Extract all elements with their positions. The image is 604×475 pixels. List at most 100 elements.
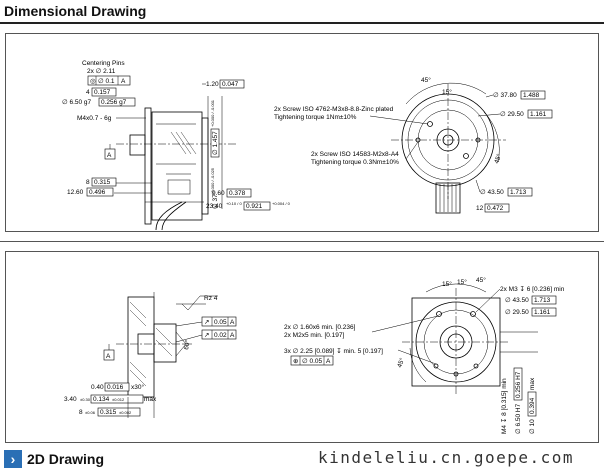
runout-1-value: 0.05 — [214, 319, 227, 326]
dim-8-bottom: 8 — [79, 409, 83, 416]
dim-6-50-h7: ∅ 6.50 H7 — [515, 403, 522, 434]
dim-12-60-inch: 0.496 — [89, 189, 106, 196]
dim-10: ∅ 10 — [529, 419, 536, 434]
thread-m3-spec: 2x M3 ↧ 6 [0.236] min — [500, 285, 565, 293]
header: Dimensional Drawing — [0, 0, 604, 24]
dim-0-40-angle: x30° — [131, 383, 144, 391]
dim-37-tol: +0.000 / -0.025 — [210, 167, 215, 195]
dim-4: 4 — [86, 89, 90, 96]
dim-0-256-g7: 0.256 g7 — [101, 99, 127, 106]
header-rule — [0, 22, 604, 24]
datum-a-label: A — [107, 152, 112, 159]
angle-15-right: 15° — [457, 278, 467, 286]
motor-side-view — [116, 107, 236, 231]
dim-1-457-tol: +0.000 / -0.001 — [210, 99, 215, 127]
dim-0-315: 0.315 — [100, 409, 117, 416]
dim-0-315-tol: ±0.002 — [119, 410, 132, 415]
screw-m3-line1: 2x Screw ISO 4762-M3x8-8.8-Zinc plated — [274, 106, 394, 113]
angle-60: 60° — [182, 339, 192, 350]
dim-23-40-tol: +0.10 / 0 — [226, 201, 242, 206]
pins-count-label: 2x ∅ 2.11 — [87, 68, 116, 75]
screw-m3-line2: Tightening torque 1Nm±10% — [274, 114, 357, 121]
dim-1-20-inch: 0.047 — [222, 81, 239, 88]
hole-spec-3: 3x ∅ 2.25 [0.089] ↧ min. 5 [0.197] — [284, 347, 383, 355]
dim-0-134-max: max — [144, 396, 157, 403]
dim-0-394-max: max — [529, 377, 536, 390]
dim-0-921-tol: +0.004 / 0 — [272, 201, 291, 206]
position-tolerance-frame — [290, 355, 334, 366]
thread-m4-label: M4x0.7 - 6g — [77, 115, 112, 122]
dim-12-60: 12.60 — [67, 189, 84, 196]
runout-1-symbol: ↗ — [204, 319, 209, 326]
centering-pins-label: Centering Pins — [82, 60, 125, 67]
flange-front-view — [402, 283, 510, 396]
pins-tolerance-frame — [87, 75, 131, 86]
dim-1-713-bottom: 1.713 — [534, 297, 551, 304]
dim-0-134: 0.134 — [93, 396, 110, 403]
dim-37-80: ∅ 37.80 — [493, 92, 517, 99]
angle-15-left: 15° — [442, 280, 452, 288]
screw-m2-line2: Tightening torque 0.3Nm±10% — [311, 159, 399, 166]
angle-45-upper: 45° — [476, 276, 486, 284]
runout-tolerance-frame-2 — [201, 329, 237, 340]
surface-roughness-rz: Rz 4 — [204, 295, 218, 302]
dim-0-016: 0.016 — [107, 384, 124, 391]
motor-drawing-top: Centering Pins 2x ∅ 2.11 ◎ ∅ 0.1 A 4 0.1… — [62, 60, 553, 231]
pins-tolerance-value: ∅ 0.1 — [98, 78, 115, 85]
screw-m2-line1: 2x Screw ISO 14583-M2x8-A4 — [311, 151, 399, 158]
page-title: Dimensional Drawing — [4, 3, 147, 19]
dim-1-20: 1.20 — [206, 81, 219, 88]
dim-29-50-bottom: ∅ 29.50 — [505, 309, 529, 316]
dim-9-60-inch: 0.378 — [229, 190, 246, 197]
dim-12: 12 — [476, 205, 484, 212]
runout-2-ref: A — [230, 332, 235, 339]
dim-1-457: ∅ 1.457 — [212, 131, 219, 155]
mounting-drawing-bottom: Rz 4 ↗ 0.05 A ↗ 0.02 A 60° A 0.40 0.016 … — [64, 276, 565, 434]
dim-1-161-bottom: 1.161 — [534, 309, 551, 316]
dim-9-60: 9.60 — [212, 190, 225, 197]
angle-45-lower: 45° — [395, 356, 406, 368]
dim-1-161: 1.161 — [530, 111, 547, 118]
motor-front-view — [391, 82, 506, 214]
runout-2-symbol: ↗ — [204, 332, 209, 339]
footer: › 2D Drawing kindeleliu.cn.goepe.com — [0, 447, 604, 475]
dim-3-40-tol: ±0.30 — [80, 397, 91, 402]
dim-0-134-tol: ±0.012 — [112, 397, 125, 402]
position-symbol: ⊕ — [293, 358, 299, 365]
dim-29-50: ∅ 29.50 — [500, 111, 524, 118]
section-divider — [0, 241, 604, 242]
runout-tolerance-frame-1 — [201, 316, 237, 327]
dim-0-472: 0.472 — [487, 205, 504, 212]
drawing-panel-top: Centering Pins 2x ∅ 2.11 ◎ ∅ 0.1 A 4 0.1… — [5, 33, 599, 232]
dim-8-bottom-tol: ±0.06 — [85, 410, 96, 415]
datum-a-bottom-label: A — [106, 353, 111, 360]
dim-23-40: 23.40 — [206, 203, 223, 210]
dim-0-40: 0.40 — [91, 384, 104, 391]
angle-45-right: 45° — [492, 152, 503, 164]
dim-0-921: 0.921 — [246, 203, 263, 210]
angle-15-top: 15° — [442, 88, 452, 96]
watermark-text: kindeleliu.cn.goepe.com — [318, 448, 575, 467]
pins-tolerance-ref: A — [121, 78, 126, 85]
chevron-right-icon[interactable]: › — [4, 450, 22, 468]
section-2d-drawing-label[interactable]: 2D Drawing — [27, 451, 105, 467]
dim-8: 8 — [86, 179, 90, 186]
drawing-panel-bottom: Rz 4 ↗ 0.05 A ↗ 0.02 A 60° A 0.40 0.016 … — [5, 251, 599, 443]
angle-45-top: 45° — [421, 76, 431, 84]
dim-1-488: 1.488 — [523, 92, 540, 99]
dim-0-394: 0.394 — [529, 397, 536, 414]
pins-tolerance-symbol: ◎ — [90, 78, 96, 85]
dim-43-50-bottom: ∅ 43.50 — [505, 297, 529, 304]
dim-37: ∅ 37 — [212, 194, 219, 209]
dim-3-40: 3.40 — [64, 396, 77, 403]
dim-8-inch: 0.315 — [94, 179, 111, 186]
runout-1-ref: A — [230, 319, 235, 326]
hole-spec-2: 2x M2x5 min. [0.197] — [284, 332, 345, 339]
dim-4-inch: 0.157 — [94, 89, 111, 96]
dim-1-713: 1.713 — [510, 189, 527, 196]
dim-6-50-g7: ∅ 6.50 g7 — [62, 99, 92, 106]
thread-m4-depth: M4 ↧ 8 [0.315] min — [500, 378, 508, 434]
hole-spec-1: 2x ∅ 1.60x6 min. [0.236] — [284, 324, 356, 331]
runout-2-value: 0.02 — [214, 332, 227, 339]
dim-43-50: ∅ 43.50 — [480, 189, 504, 196]
